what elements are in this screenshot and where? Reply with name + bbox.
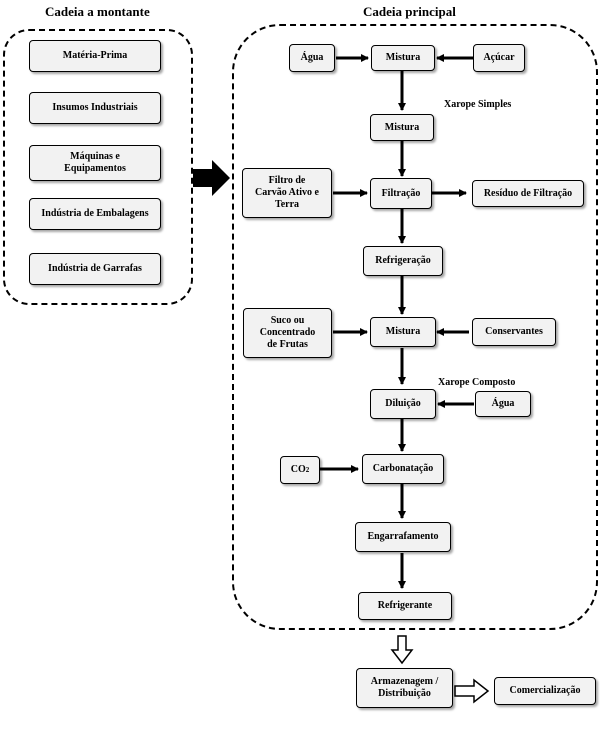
- mistura-box-2: Mistura: [370, 114, 434, 141]
- upstream-item-garrafas: Indústria de Garrafas: [29, 253, 161, 285]
- refrigeracao-box: Refrigeração: [363, 246, 443, 276]
- agua-box-1: Água: [289, 44, 335, 72]
- comercializacao-box: Comercialização: [494, 677, 596, 705]
- agua-box-2: Água: [475, 391, 531, 417]
- acucar-box: Açúcar: [473, 44, 525, 72]
- filtro-carvao-box: Filtro de Carvão Ativo e Terra: [242, 168, 332, 218]
- upstream-title: Cadeia a montante: [45, 4, 150, 19]
- xarope-simples-note: Xarope Simples: [444, 99, 512, 110]
- engarrafamento-box: Engarrafamento: [355, 522, 451, 552]
- carbonatacao-box: Carbonatação: [362, 454, 444, 484]
- upstream-item-materia-prima: Matéria-Prima: [29, 40, 161, 72]
- refrigerante-box: Refrigerante: [358, 592, 452, 620]
- upstream-item-insumos: Insumos Industriais: [29, 92, 161, 124]
- mistura-box-3: Mistura: [370, 317, 436, 347]
- co2-subscript: 2: [305, 465, 310, 474]
- co2-label: CO: [290, 464, 306, 475]
- diluicao-box: Diluição: [370, 389, 436, 419]
- residuo-filtracao-box: Resíduo de Filtração: [472, 180, 584, 207]
- upstream-item-maquinas: Máquinas e Equipamentos: [29, 145, 161, 181]
- hollow-arrow-right: [454, 678, 490, 704]
- big-flow-arrow: [193, 160, 230, 196]
- upstream-region: [3, 29, 193, 305]
- main-chain-title: Cadeia principal: [363, 4, 456, 19]
- hollow-arrow-down: [390, 635, 414, 665]
- armazenagem-distribuicao-box: Armazenagem / Distribuição: [356, 668, 453, 708]
- xarope-composto-note: Xarope Composto: [438, 377, 516, 388]
- suco-concentrado-box: Suco ou Concentrado de Frutas: [243, 308, 332, 358]
- upstream-item-embalagens: Indústria de Embalagens: [29, 198, 161, 230]
- mistura-box-1: Mistura: [371, 45, 435, 71]
- conservantes-box: Conservantes: [472, 318, 556, 346]
- filtracao-box: Filtração: [370, 178, 432, 209]
- main-chain-region: [232, 24, 598, 630]
